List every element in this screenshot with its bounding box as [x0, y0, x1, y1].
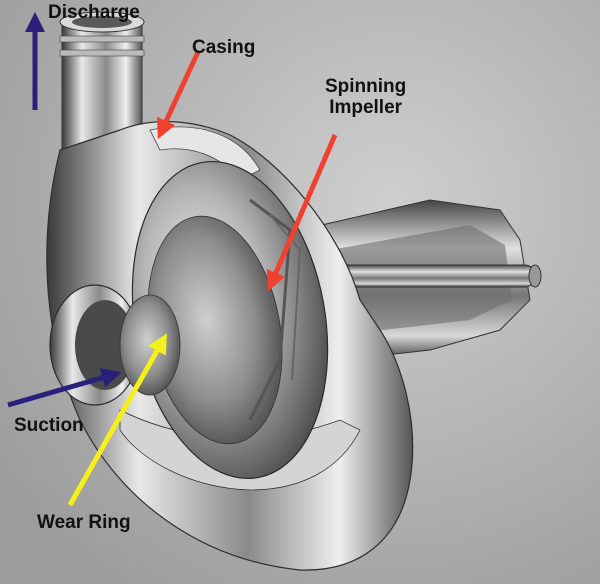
label-spinning-impeller-line2: Impeller	[329, 96, 403, 118]
wear-ring-pointer-arrow	[67, 333, 167, 507]
impeller	[131, 160, 329, 480]
suction-flow-arrow	[7, 368, 122, 408]
label-wear-ring: Wear Ring	[37, 512, 131, 533]
casing-pointer-arrow	[157, 50, 201, 140]
label-suction: Suction	[14, 415, 84, 436]
label-discharge: Discharge	[48, 2, 140, 23]
wear-ring	[119, 294, 181, 396]
impeller-pointer-arrow	[266, 134, 338, 292]
label-spinning-impeller-line1: Spinning	[325, 76, 407, 97]
label-spinning-impeller: Spinning Impeller	[325, 76, 407, 119]
label-casing: Casing	[192, 37, 256, 58]
